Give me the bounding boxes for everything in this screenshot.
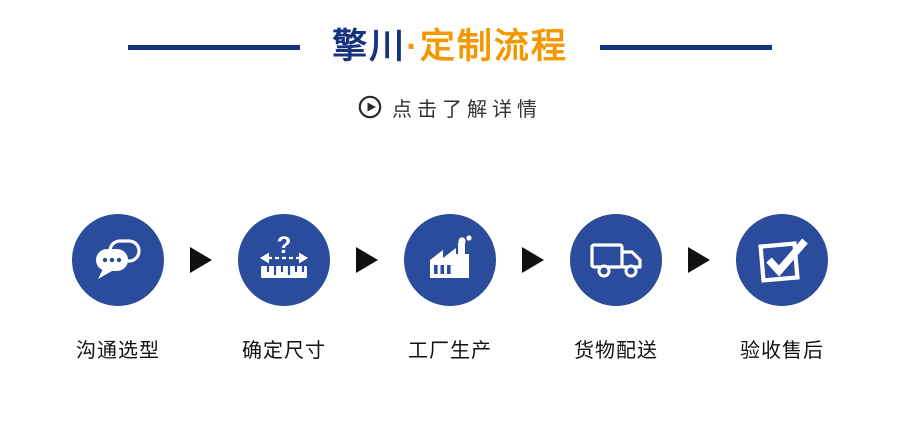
ruler-measure-icon: ?	[260, 232, 308, 278]
details-link[interactable]: 点击了解详情	[0, 93, 900, 122]
arrow-right-icon	[688, 246, 710, 273]
subtitle-text: 点击了解详情	[392, 98, 542, 121]
step-label: 沟通选型	[76, 339, 160, 362]
step-icon-circle	[404, 213, 496, 306]
arrow-right-icon	[522, 246, 544, 273]
step-communication: 沟通选型	[66, 213, 170, 363]
question-glyph: ?	[277, 232, 292, 259]
arrow-right-icon	[190, 246, 212, 273]
arrow-right-icon	[356, 246, 378, 273]
checkmark-box-icon	[758, 238, 808, 283]
step-label: 工厂生产	[408, 339, 492, 362]
chat-bubbles-icon	[96, 238, 141, 279]
page-title: 擎川·定制流程	[332, 27, 568, 67]
play-icon	[358, 95, 382, 119]
step-production: 工厂生产	[398, 213, 502, 363]
step-delivery: 货物配送	[564, 213, 668, 363]
step-dimensions: ? 确定尺寸	[232, 213, 336, 363]
step-icon-circle: ?	[238, 213, 330, 306]
process-steps: 沟通选型 ?	[0, 213, 900, 363]
step-icon-circle	[72, 213, 164, 306]
step-acceptance: 验收售后	[730, 213, 834, 363]
step-label: 确定尺寸	[242, 339, 326, 362]
factory-icon	[430, 234, 472, 278]
title-rule-left	[128, 44, 301, 50]
title-rest: ·定制流程	[406, 27, 568, 66]
step-icon-circle	[736, 213, 828, 306]
step-label: 货物配送	[574, 339, 658, 362]
delivery-truck-icon	[590, 242, 642, 277]
section-header: 擎川·定制流程	[0, 0, 900, 67]
step-label: 验收售后	[740, 339, 824, 362]
step-icon-circle	[570, 213, 662, 306]
title-rule-right	[599, 44, 772, 50]
title-brand: 擎川	[332, 27, 407, 66]
